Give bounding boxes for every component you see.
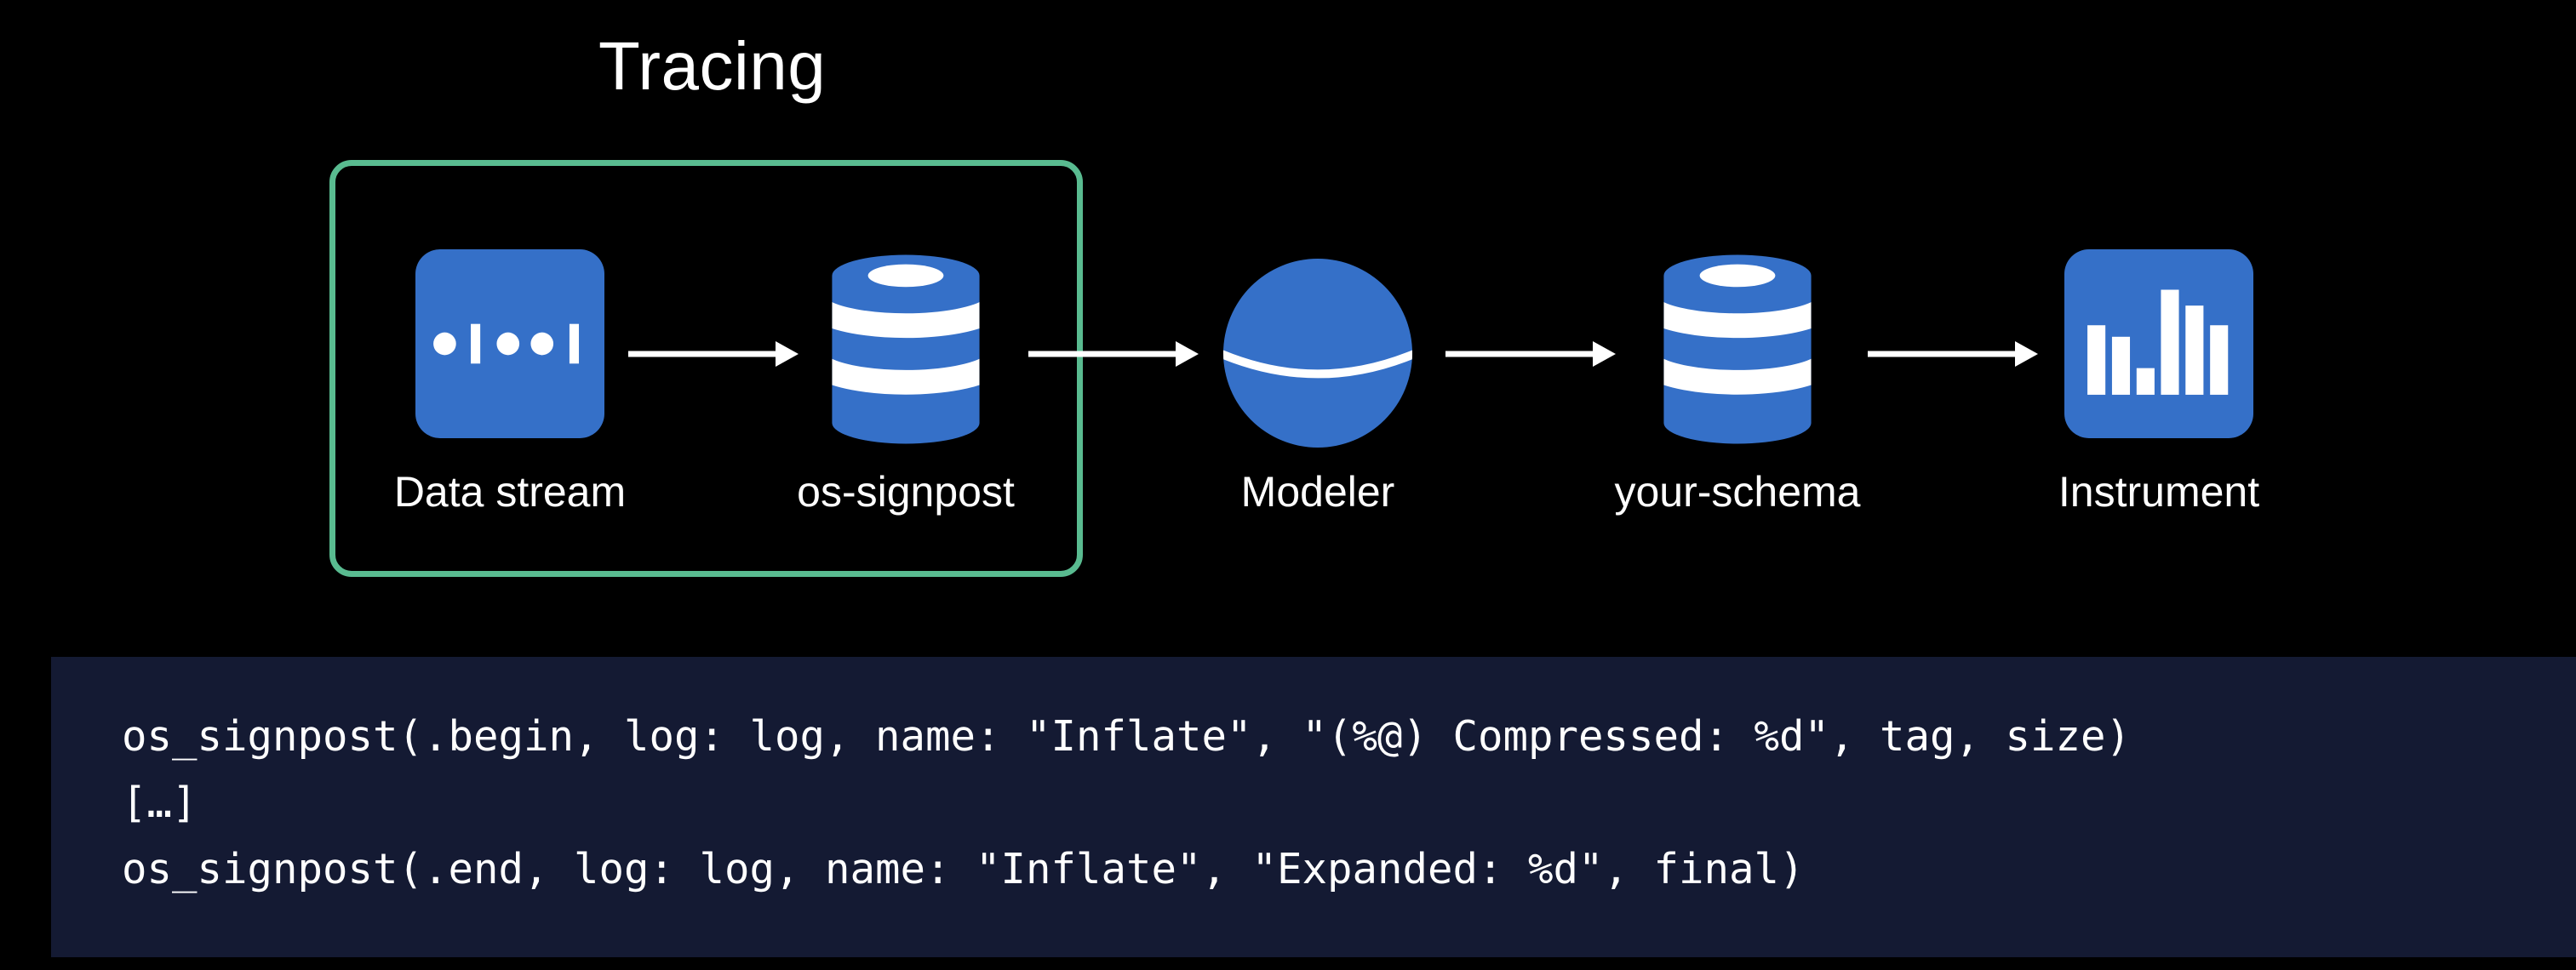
code-line-end: os_signpost(.end, log: log, name: "Infla… <box>122 845 1805 893</box>
node-label-modeler: Modeler <box>1240 468 1395 516</box>
flow-arrow-icon <box>1868 341 2038 367</box>
page-title: Tracing <box>598 28 827 104</box>
code-line-ellipsis: […] <box>122 779 197 827</box>
database-icon <box>832 254 980 444</box>
flow-arrow-icon <box>1028 341 1199 367</box>
node-label-data-stream: Data stream <box>393 468 627 516</box>
bar-chart-icon <box>2064 249 2253 438</box>
node-label-os-signpost: os-signpost <box>797 468 1015 516</box>
database-icon <box>1663 254 1812 444</box>
node-label-instrument: Instrument <box>2058 468 2260 516</box>
data-stream-icon <box>415 249 604 438</box>
flow-arrow-icon <box>628 341 799 367</box>
code-line-begin: os_signpost(.begin, log: log, name: "Inf… <box>122 712 2132 761</box>
sphere-icon <box>1223 259 1412 448</box>
node-label-your-schema: your-schema <box>1614 468 1861 516</box>
tracing-highlight-box <box>329 160 1083 577</box>
code-block: os_signpost(.begin, log: log, name: "Inf… <box>51 657 2576 957</box>
flow-arrow-icon <box>1445 341 1616 367</box>
